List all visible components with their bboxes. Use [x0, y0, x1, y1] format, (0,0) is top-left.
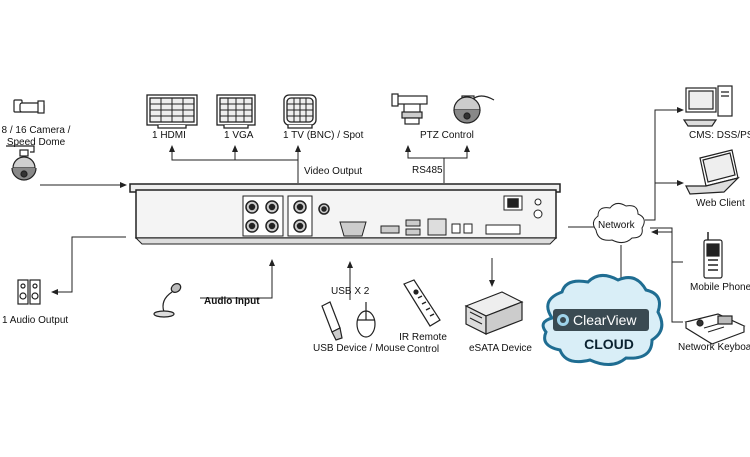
hdmi-monitor-icon — [146, 94, 198, 129]
tv-monitor-icon — [283, 94, 317, 129]
rs485-label: RS485 — [412, 165, 443, 176]
ptz-control-label: PTZ Control — [420, 130, 474, 141]
usb-stick-icon — [321, 301, 343, 341]
audio-input-label: Audio Input — [204, 296, 260, 307]
clearview-cloud-logo — [541, 274, 664, 366]
speed-dome-icon — [6, 145, 37, 181]
camera-label: 8 / 16 Camera / Speed Dome — [1, 125, 71, 148]
speaker-icon — [17, 279, 41, 305]
ir-remote-icon — [403, 279, 441, 327]
ir-remote-label: IR Remote Control — [399, 332, 447, 355]
microphone-icon — [153, 283, 182, 318]
bullet-camera-icon — [13, 99, 45, 114]
laptop-icon — [685, 149, 740, 195]
network-cloud-icon — [592, 202, 645, 244]
dvr-unit — [129, 183, 561, 245]
mouse-icon — [356, 302, 376, 338]
esata-label: eSATA Device — [469, 343, 532, 354]
usb-x2-label: USB X 2 — [331, 286, 370, 297]
tv-label: 1 TV (BNC) / Spot — [283, 130, 364, 141]
computer-icon — [682, 85, 733, 127]
clearview-brand-text: ClearView — [573, 312, 637, 328]
video-output-label: Video Output — [304, 166, 363, 177]
vga-label: 1 VGA — [224, 130, 254, 141]
connection-lines — [40, 107, 684, 323]
hdmi-label: 1 HDMI — [152, 130, 186, 141]
network-keyboard-label: Network Keyboard — [678, 342, 750, 353]
ptz-dome-icon — [453, 95, 495, 124]
audio-output-label: 1 Audio Output — [2, 315, 69, 326]
vga-monitor-icon — [216, 94, 256, 129]
cms-label: CMS: DSS/PSS — [689, 130, 750, 141]
mobile-phone-icon — [703, 232, 723, 279]
cloud-word-text: CLOUD — [584, 336, 634, 352]
web-client-label: Web Client — [696, 198, 745, 209]
network-keyboard-icon — [684, 313, 746, 345]
ptz-camera-icon — [391, 93, 428, 125]
network-label: Network — [598, 220, 635, 231]
mobile-phone-label: Mobile Phone — [690, 282, 750, 293]
esata-device-icon — [464, 291, 524, 335]
usb-device-label: USB Device / Mouse — [313, 343, 406, 354]
